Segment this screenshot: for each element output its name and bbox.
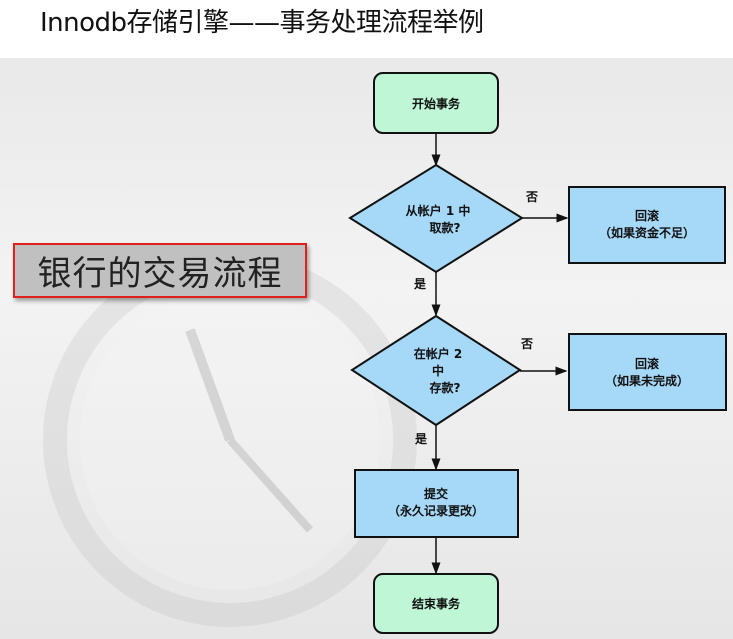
rollback2-line1: 回滚 [635, 356, 660, 371]
decision-deposit: 在帐户 2 中 存款? [350, 314, 522, 427]
rollback1-line1: 回滚 [635, 208, 660, 223]
decision2-line1: 在帐户 2 [414, 346, 463, 361]
start-label: 开始事务 [412, 96, 461, 111]
bank-transaction-label: 银行的交易流程 [13, 243, 307, 298]
no-label-2: 否 [520, 337, 533, 351]
commit-line1: 提交 [424, 486, 448, 501]
clock-decoration [43, 253, 417, 627]
commit-node: 提交 （永久记录更改） [354, 469, 519, 538]
rollback-node-2: 回滚 （如果未完成） [568, 333, 727, 411]
end-label: 结束事务 [412, 596, 461, 611]
yes-label-2: 是 [414, 432, 428, 446]
rollback-node-1: 回滚 （如果资金不足） [568, 186, 726, 264]
decision2-line2: 中 [432, 363, 444, 378]
start-node: 开始事务 [373, 72, 499, 134]
slide-title: Innodb存储引擎——事务处理流程举例 [40, 8, 484, 38]
no-label-1: 否 [525, 190, 538, 204]
commit-line2: （永久记录更改） [388, 503, 484, 518]
decision2-line3: 存款? [429, 380, 461, 395]
end-node: 结束事务 [373, 573, 499, 634]
decision1-line2: 取款? [430, 220, 461, 235]
decision1-line1: 从帐户 1 中 [406, 203, 471, 218]
decision-withdraw: 从帐户 1 中 取款? [348, 163, 524, 274]
rollback2-line2: （如果未完成） [605, 373, 689, 388]
rollback1-line2: （如果资金不足） [599, 225, 695, 240]
yes-label-1: 是 [413, 277, 427, 291]
